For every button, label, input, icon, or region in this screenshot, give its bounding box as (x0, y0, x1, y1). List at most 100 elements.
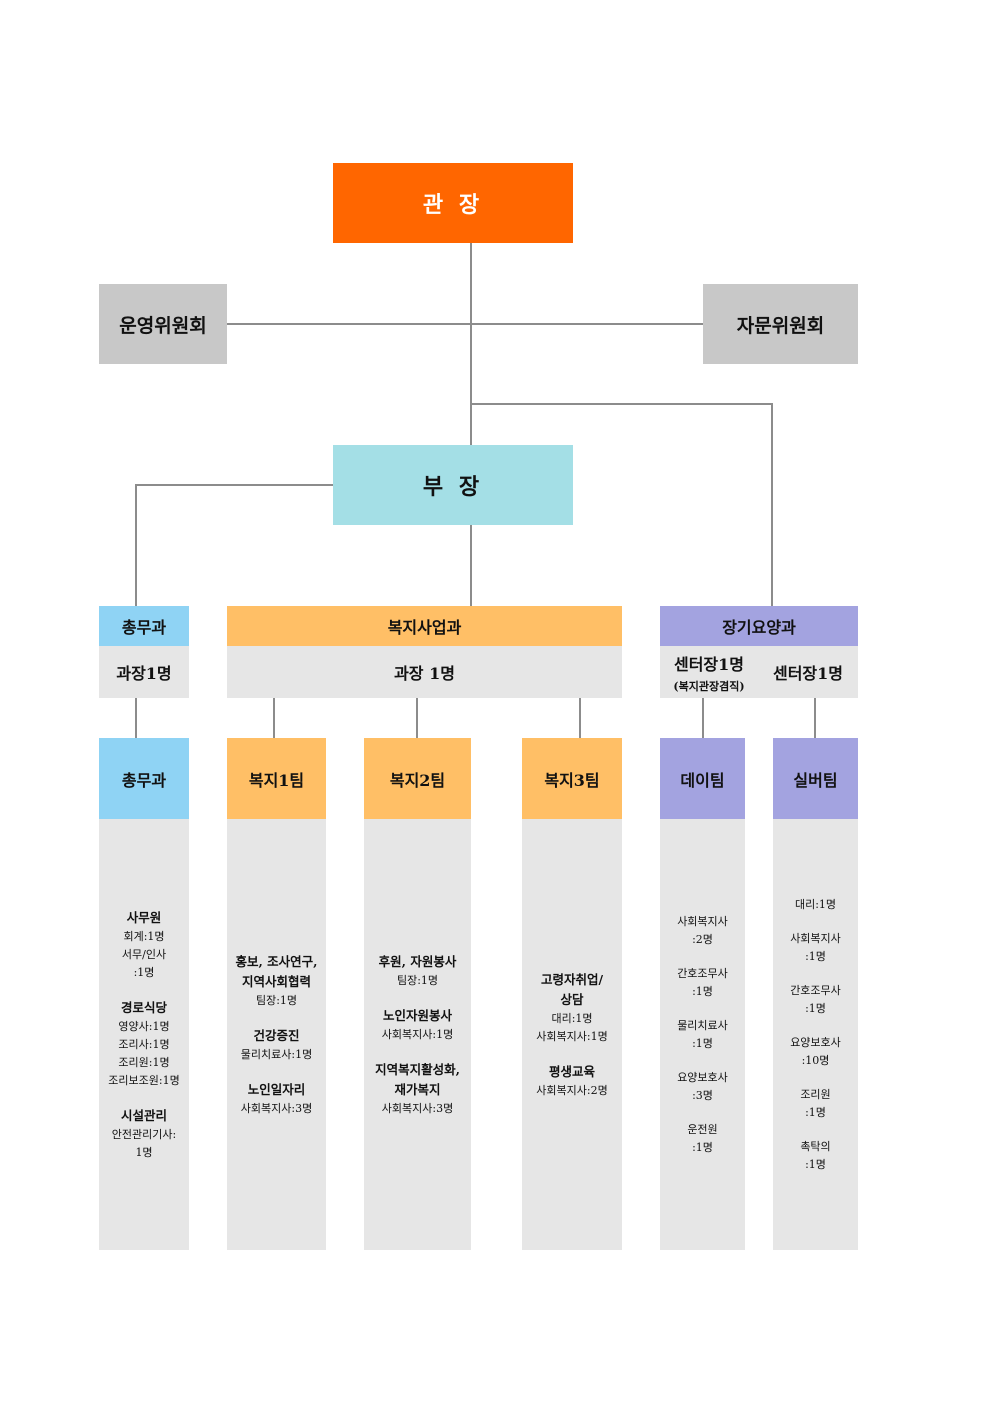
staff-line: :1명 (692, 984, 713, 998)
staff-line: :1명 (692, 1140, 713, 1154)
deputy-label: 부 장 (422, 474, 484, 500)
connector-committees (226, 323, 704, 325)
staff-group-heading: 노인일자리 (247, 1081, 306, 1097)
care-dept-head-right-box: 센터장1명 (758, 646, 858, 698)
connector-day-team (702, 697, 704, 738)
operating-committee-box: 운영위원회 (99, 284, 227, 364)
staff-group: 간호조무사:1명 (790, 982, 841, 1018)
team-welfare2-title-box: 복지2팀 (364, 738, 471, 819)
staff-group-heading: 고령자취업/ (540, 971, 604, 987)
connector-care-branch-v (771, 403, 773, 606)
team-welfare3-title: 복지3팀 (544, 770, 600, 790)
staff-line: :1명 (805, 1001, 826, 1015)
staff-line: 간호조무사 (677, 966, 728, 980)
care-dept-head-left-box: 센터장1명 (복지관장겸직) (660, 646, 758, 698)
general-dept-title-box: 총무과 (99, 606, 189, 646)
team-day-title: 데이팀 (680, 770, 725, 790)
team-welfare2-title: 복지2팀 (389, 770, 446, 790)
care-dept-head-left-note: (복지관장겸직) (673, 679, 745, 693)
staff-group: 요양보호사 :3명 (677, 1069, 728, 1105)
staff-line: :10명 (801, 1053, 830, 1067)
advisory-committee-box: 자문위원회 (703, 284, 858, 364)
deputy-box: 부 장 (333, 445, 573, 525)
staff-line: :3명 (692, 1088, 713, 1102)
operating-committee-label: 운영위원회 (119, 314, 207, 337)
connector-welfare1-team (273, 697, 275, 738)
staff-group: 요양보호사 :10명 (790, 1034, 841, 1070)
staff-group-heading: 상담 (560, 991, 584, 1007)
staff-line: 사회복지사:1명 (381, 1027, 454, 1041)
staff-line: 조리보조원:1명 (108, 1073, 180, 1087)
connector-director-down (470, 242, 472, 445)
staff-line: 운전원 (687, 1122, 718, 1136)
staff-line: 사회복지사:3명 (381, 1101, 454, 1115)
general-dept-head: 과장1명 (116, 664, 172, 683)
connector-general-branch-h (135, 484, 333, 486)
staff-line: 사회복지사 (677, 914, 728, 928)
team-silver-title: 실버팀 (793, 770, 838, 790)
staff-line: 물리치료사:1명 (240, 1047, 313, 1061)
staff-line: 조리사:1명 (118, 1037, 170, 1051)
team-general-title: 총무과 (121, 770, 167, 790)
staff-line: 사회복지사:3명 (240, 1101, 313, 1115)
staff-group-heading: 지역사회협력 (241, 973, 311, 989)
care-dept-head-right: 센터장1명 (772, 664, 843, 683)
staff-group: 대리:1명 (795, 896, 836, 914)
staff-group: 조리원 :1명 (800, 1086, 830, 1122)
connector-welfare2-team (416, 697, 418, 738)
connector-deputy-down (470, 524, 472, 606)
staff-line: :1명 (805, 949, 826, 963)
staff-line: 대리:1명 (551, 1011, 593, 1025)
staff-line: :1명 (805, 1105, 826, 1119)
staff-group: 사회복지사:1명 (790, 930, 841, 966)
director-label: 관 장 (422, 192, 484, 218)
staff-group-heading: 지역복지활성화, (375, 1061, 460, 1077)
staff-group: 물리치료사 :1명 (677, 1017, 728, 1053)
team-silver-title-box: 실버팀 (773, 738, 858, 819)
staff-group-heading: 홍보, 조사연구, (235, 953, 318, 969)
staff-group-heading: 재가복지 (394, 1081, 441, 1097)
staff-line: 물리치료사 (677, 1018, 728, 1032)
care-dept-title-box: 장기요양과 (660, 606, 858, 646)
staff-line: :1명 (133, 965, 155, 979)
welfare-dept-head: 과장 1명 (394, 664, 455, 683)
team-general-title-box: 총무과 (99, 738, 189, 819)
staff-line: 1명 (135, 1145, 153, 1159)
staff-line: :2명 (692, 932, 713, 946)
staff-group: 운전원 :1명 (687, 1121, 717, 1157)
staff-line: 조리원 (800, 1087, 831, 1101)
staff-group-heading: 사무원 (126, 909, 162, 925)
staff-line: 영양사:1명 (118, 1019, 170, 1033)
staff-line: 요양보호사 (790, 1035, 841, 1049)
connector-silver-team (814, 697, 816, 738)
staff-line: 팀장:1명 (396, 973, 439, 987)
care-dept-title: 장기요양과 (722, 618, 796, 637)
team-welfare1-title: 복지1팀 (248, 770, 305, 790)
staff-line: :1명 (805, 1157, 826, 1171)
staff-line: 촉탁의 (800, 1139, 831, 1153)
connector-general-branch-v (135, 484, 137, 606)
staff-line: 팀장:1명 (255, 993, 298, 1007)
care-dept-head-left: 센터장1명 (673, 654, 744, 674)
staff-line: 서무/인사 (121, 947, 167, 961)
advisory-committee-label: 자문위원회 (736, 314, 825, 337)
staff-line: 요양보호사 (677, 1070, 728, 1084)
staff-line: 조리원:1명 (118, 1055, 170, 1069)
staff-group-heading: 후원, 자원봉사 (378, 953, 457, 969)
staff-line: :1명 (692, 1036, 713, 1050)
staff-group-heading: 시설관리 (120, 1107, 167, 1123)
connector-welfare3-team (579, 697, 581, 738)
